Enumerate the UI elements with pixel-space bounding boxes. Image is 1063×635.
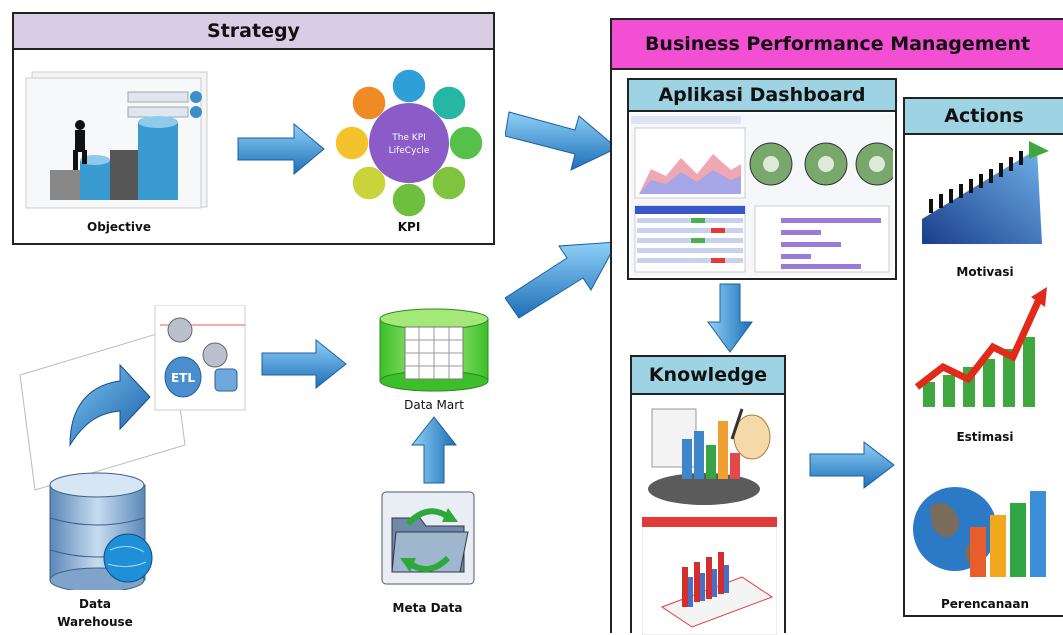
objective-illustration <box>25 71 208 209</box>
arrow-icon <box>237 122 325 176</box>
flow-arrows <box>505 111 618 319</box>
actions-panel: Actions Motivasi Estimasi <box>903 97 1063 617</box>
arrow-icon <box>809 440 895 490</box>
knowledge-title: Knowledge <box>632 357 784 395</box>
arrow-icon <box>261 338 347 390</box>
objective-label: Objective <box>87 220 151 234</box>
knowledge-panel: Knowledge <box>630 355 786 635</box>
kpi-center-text-2: LifeCycle <box>389 146 430 156</box>
actions-title: Actions <box>905 99 1063 135</box>
motivasi-illustration <box>922 141 1049 244</box>
dashboard-panel: Aplikasi Dashboard <box>627 78 897 280</box>
data-mart-label: Data Mart <box>404 398 464 412</box>
action-perencanaan-label: Perencanaan <box>940 597 1030 611</box>
data-warehouse-icon <box>49 472 153 590</box>
kpi-center-text-1: The KPI <box>391 133 426 143</box>
data-warehouse-label-2: Warehouse <box>57 615 133 629</box>
data-mart-icon <box>379 308 489 392</box>
arrow-down-icon <box>707 283 753 353</box>
strategy-title: Strategy <box>14 14 493 50</box>
kpi-lifecycle-diagram: The KPI LifeCycle <box>334 68 484 218</box>
kpi-label: KPI <box>397 220 421 234</box>
data-warehouse-label-1: Data <box>79 597 111 611</box>
dashboard-screenshot <box>631 114 893 276</box>
knowledge-report-illustration <box>642 517 777 635</box>
bpm-title: Business Performance Management <box>612 20 1063 70</box>
action-estimasi-label: Estimasi <box>956 430 1014 444</box>
strategy-panel: Strategy Objective <box>12 12 495 245</box>
knowledge-illustration <box>648 408 771 505</box>
meta-data-label: Meta Data <box>392 601 463 615</box>
meta-data-icon <box>381 491 475 585</box>
estimasi-illustration <box>914 287 1047 407</box>
arrow-icon <box>505 111 618 171</box>
etl-label: ETL <box>171 371 195 385</box>
action-motivasi-label: Motivasi <box>956 265 1014 279</box>
arrow-up-icon <box>410 416 458 484</box>
perencanaan-illustration <box>913 487 1046 577</box>
etl-illustration: ETL <box>19 305 246 491</box>
dashboard-title: Aplikasi Dashboard <box>629 80 895 112</box>
arrow-icon <box>505 241 618 319</box>
